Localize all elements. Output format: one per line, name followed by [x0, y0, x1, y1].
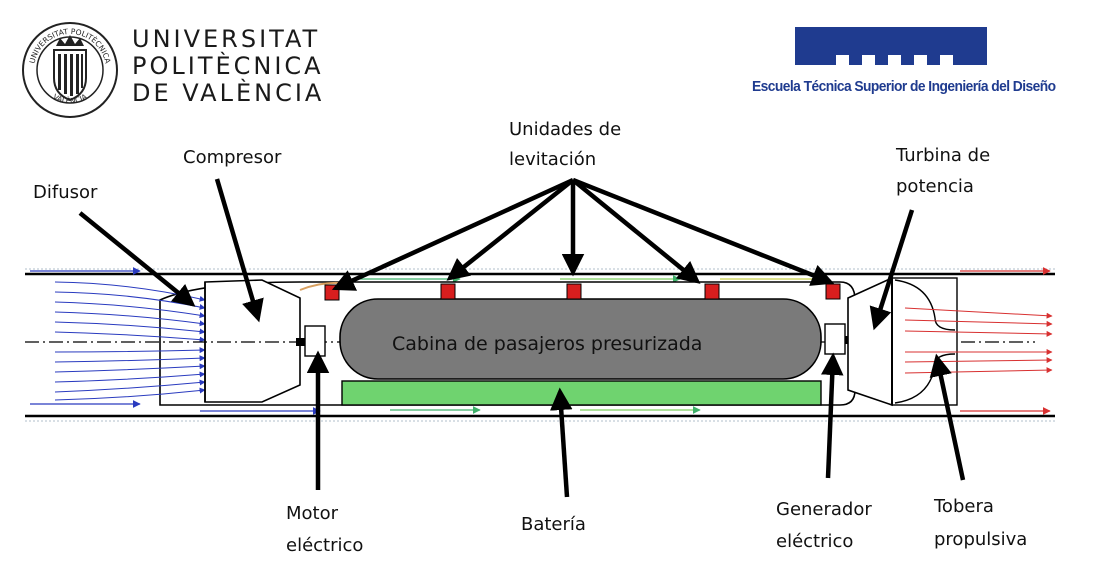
- label-tobera-2: propulsiva: [934, 529, 1027, 550]
- label-generador-1: Generador: [776, 499, 872, 520]
- label-generador-2: eléctrico: [776, 531, 853, 552]
- levitation-unit: [566, 283, 582, 300]
- etsid-logo-square: [888, 55, 901, 66]
- label-turbina-2: potencia: [896, 176, 974, 197]
- etsid-logo-square: [836, 55, 849, 66]
- seal-text-bottom: VALÈNCIA: [51, 92, 89, 106]
- upv-name-line-3: DE VALÈNCIA: [132, 79, 325, 107]
- upv-seal-logo: UNIVERSITAT POLITÈCNICA VALÈNCIA: [22, 22, 118, 118]
- school-name: Escuela Técnica Superior de Ingeniería d…: [752, 78, 1056, 95]
- label-turbina-1: Turbina de: [895, 145, 990, 166]
- etsid-logo-square: [862, 55, 875, 66]
- label-difusor: Difusor: [33, 182, 98, 203]
- inflow-streamlines: [54, 281, 206, 401]
- battery: [341, 380, 822, 406]
- label-cabina: Cabina de pasajeros presurizada: [392, 333, 702, 355]
- label-motor-1: Motor: [286, 503, 339, 524]
- label-motor-2: eléctrico: [286, 535, 363, 556]
- upv-name: UNIVERSITAT POLITÈCNICA DE VALÈNCIA: [132, 26, 324, 107]
- upv-name-line-2: POLITÈCNICA: [132, 52, 324, 80]
- label-levitacion-2: levitación: [509, 149, 596, 170]
- upv-name-line-1: UNIVERSITAT: [132, 25, 321, 53]
- label-tobera-1: Tobera: [933, 496, 994, 517]
- etsid-logo-square: [914, 55, 927, 66]
- callout-arrows: [78, 177, 966, 498]
- electric-generator: [824, 323, 846, 355]
- etsid-logo-square: [940, 55, 953, 66]
- levitation-unit: [440, 283, 456, 300]
- levitation-unit: [704, 283, 720, 300]
- label-bateria: Batería: [521, 514, 586, 535]
- bypass-flow-arrows: [30, 267, 1051, 415]
- label-compresor: Compresor: [183, 147, 282, 168]
- electric-motor: [304, 325, 326, 357]
- outflow-streamlines: [904, 307, 1053, 374]
- svg-text:VALÈNCIA: VALÈNCIA: [51, 92, 89, 106]
- label-levitacion-1: Unidades de: [509, 119, 621, 140]
- propulsive-nozzle: [891, 277, 958, 406]
- levitation-unit: [825, 283, 841, 300]
